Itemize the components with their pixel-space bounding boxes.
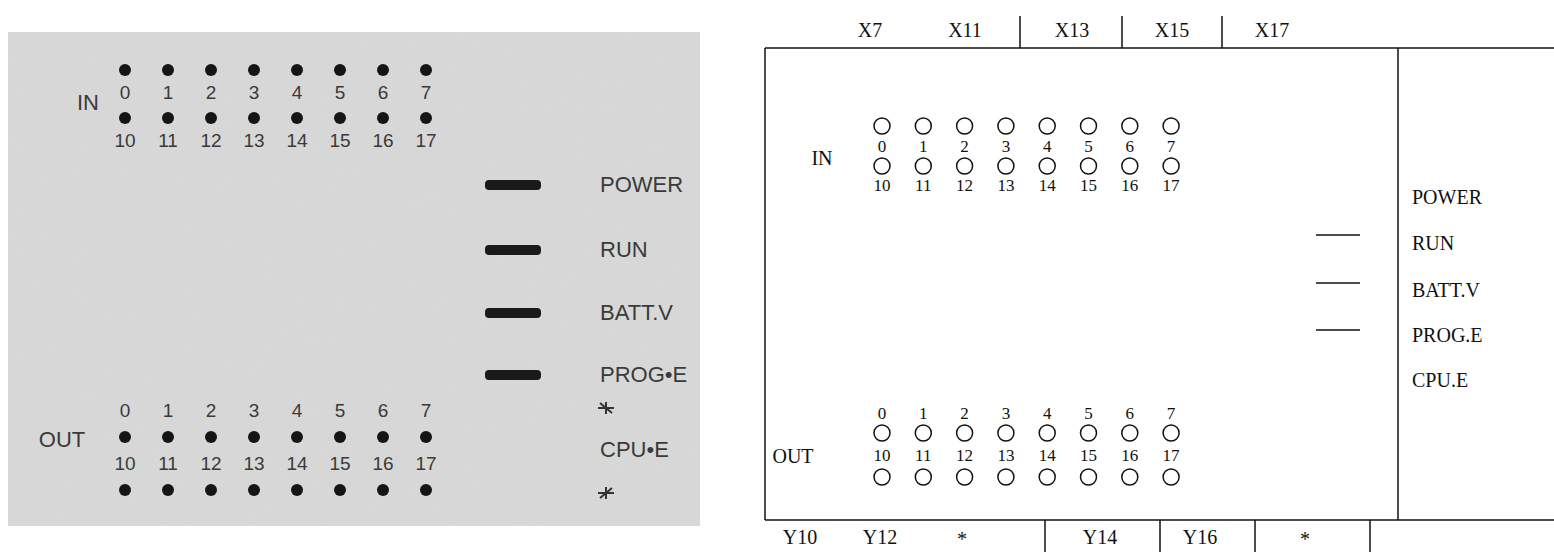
input-number: 6: [1126, 138, 1135, 155]
input-number: 5: [335, 83, 346, 102]
output-number: 5: [335, 401, 346, 420]
status-label: PROG•E: [600, 364, 687, 386]
output-number: 15: [1080, 447, 1097, 464]
port-label: IN: [811, 148, 832, 168]
input-number: 0: [120, 83, 131, 102]
input-number: 10: [114, 131, 135, 150]
input-number: 0: [878, 138, 887, 155]
terminal-label: Y12: [863, 527, 897, 547]
output-number: 4: [292, 401, 303, 420]
input-number: 13: [243, 131, 264, 150]
status-label: POWER: [600, 174, 683, 196]
led-dots: [119, 64, 432, 496]
status-label: BATT.V: [600, 302, 673, 324]
status-bars: [485, 180, 541, 380]
output-number: 17: [415, 454, 436, 473]
output-number: 10: [874, 447, 891, 464]
input-number: 11: [915, 177, 931, 194]
input-number: 3: [1002, 138, 1011, 155]
input-number: 6: [378, 83, 389, 102]
input-number: 14: [286, 131, 307, 150]
output-number: 12: [200, 454, 221, 473]
input-number: 2: [960, 138, 969, 155]
input-number: 14: [1039, 177, 1056, 194]
port-label: OUT: [39, 429, 85, 451]
output-number: 6: [1126, 405, 1135, 422]
panel-photo: [8, 32, 700, 526]
terminal-label: X15: [1155, 20, 1189, 40]
input-number: 12: [956, 177, 973, 194]
status-label: RUN: [600, 239, 648, 261]
status-label: RUN: [1412, 233, 1454, 253]
input-number: 17: [415, 131, 436, 150]
output-number: 13: [243, 454, 264, 473]
terminal-label: Y10: [783, 527, 817, 547]
output-number: 16: [1121, 447, 1138, 464]
port-label: IN: [77, 92, 99, 114]
output-number: 7: [1167, 405, 1176, 422]
output-number: 14: [286, 454, 307, 473]
status-label: PROG.E: [1412, 325, 1483, 345]
output-number: 0: [120, 401, 131, 420]
output-number: 16: [372, 454, 393, 473]
input-number: 1: [919, 138, 928, 155]
terminal-label: X17: [1255, 20, 1289, 40]
input-number: 12: [200, 131, 221, 150]
input-number: 3: [249, 83, 260, 102]
output-number: 12: [956, 447, 973, 464]
input-number: 5: [1084, 138, 1093, 155]
output-number: 11: [915, 447, 931, 464]
status-label: POWER: [1412, 187, 1482, 207]
status-label: BATT.V: [1412, 280, 1480, 300]
output-number: 4: [1043, 405, 1052, 422]
terminal-label: X13: [1055, 20, 1089, 40]
terminal-label: X11: [948, 20, 982, 40]
output-number: 0: [878, 405, 887, 422]
output-number: 5: [1084, 405, 1093, 422]
terminal-label: Y16: [1183, 527, 1217, 547]
input-number: 17: [1163, 177, 1180, 194]
output-number: 7: [421, 401, 432, 420]
input-number: 10: [874, 177, 891, 194]
input-number: 16: [372, 131, 393, 150]
status-label: CPU.E: [1412, 370, 1468, 390]
terminal-label: Y14: [1083, 527, 1117, 547]
output-number: 6: [378, 401, 389, 420]
status-label: CPU•E: [600, 439, 669, 461]
output-number: 1: [919, 405, 928, 422]
output-number: 3: [249, 401, 260, 420]
output-number: 11: [158, 454, 178, 473]
output-number: 13: [997, 447, 1014, 464]
input-number: 11: [158, 131, 178, 150]
input-number: 16: [1121, 177, 1138, 194]
input-number: 13: [997, 177, 1014, 194]
input-number: 15: [329, 131, 350, 150]
input-number: 7: [421, 83, 432, 102]
panel-drawing: [765, 16, 1554, 552]
output-number: 3: [1002, 405, 1011, 422]
led-circles: [874, 118, 1179, 485]
input-number: 4: [292, 83, 303, 102]
output-number: 15: [329, 454, 350, 473]
input-number: 1: [163, 83, 174, 102]
output-number: 14: [1039, 447, 1056, 464]
input-number: 2: [206, 83, 217, 102]
output-number: 2: [206, 401, 217, 420]
terminal-label: X7: [858, 20, 882, 40]
port-label: OUT: [772, 446, 813, 466]
output-number: 10: [114, 454, 135, 473]
output-number: 1: [163, 401, 174, 420]
input-number: 15: [1080, 177, 1097, 194]
terminal-label: *: [1300, 529, 1310, 549]
output-number: 2: [960, 405, 969, 422]
output-number: 17: [1163, 447, 1180, 464]
terminal-label: *: [957, 529, 967, 549]
input-number: 4: [1043, 138, 1052, 155]
input-number: 7: [1167, 138, 1176, 155]
